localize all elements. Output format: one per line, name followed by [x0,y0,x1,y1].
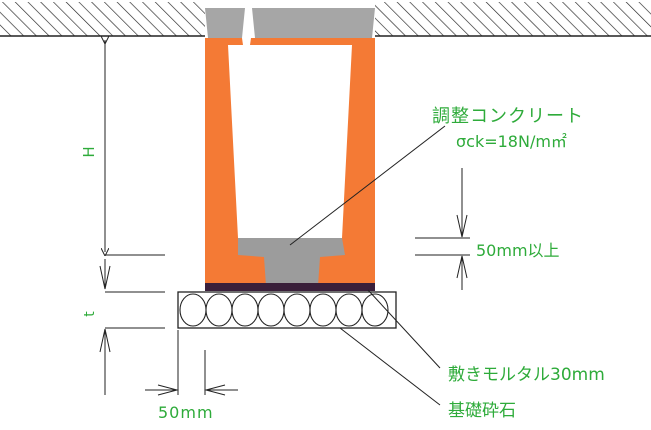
mortar-layer [205,283,375,291]
label-clearance: 50mm以上 [476,241,560,260]
leader-lines [289,125,446,406]
label-strength: σck=18N/m㎡ [456,132,567,151]
adjust-concrete [238,238,345,286]
label-t: t [82,311,98,317]
clearance-dimension [415,168,470,290]
gravel-base [177,291,397,329]
bottom-dimension [145,330,238,396]
label-adjust-concrete: 調整コンクリート [432,106,584,127]
label-h: H [80,146,98,157]
label-gravel: 基礎砕石 [448,401,516,421]
gutter-lid [205,8,375,38]
label-mortar: 敷きモルタル30mm [448,365,605,385]
ground-hatch [0,2,651,37]
label-width-50: 50mm [158,403,214,422]
u-gutter-wall [205,38,375,283]
left-dimensions [99,35,205,395]
